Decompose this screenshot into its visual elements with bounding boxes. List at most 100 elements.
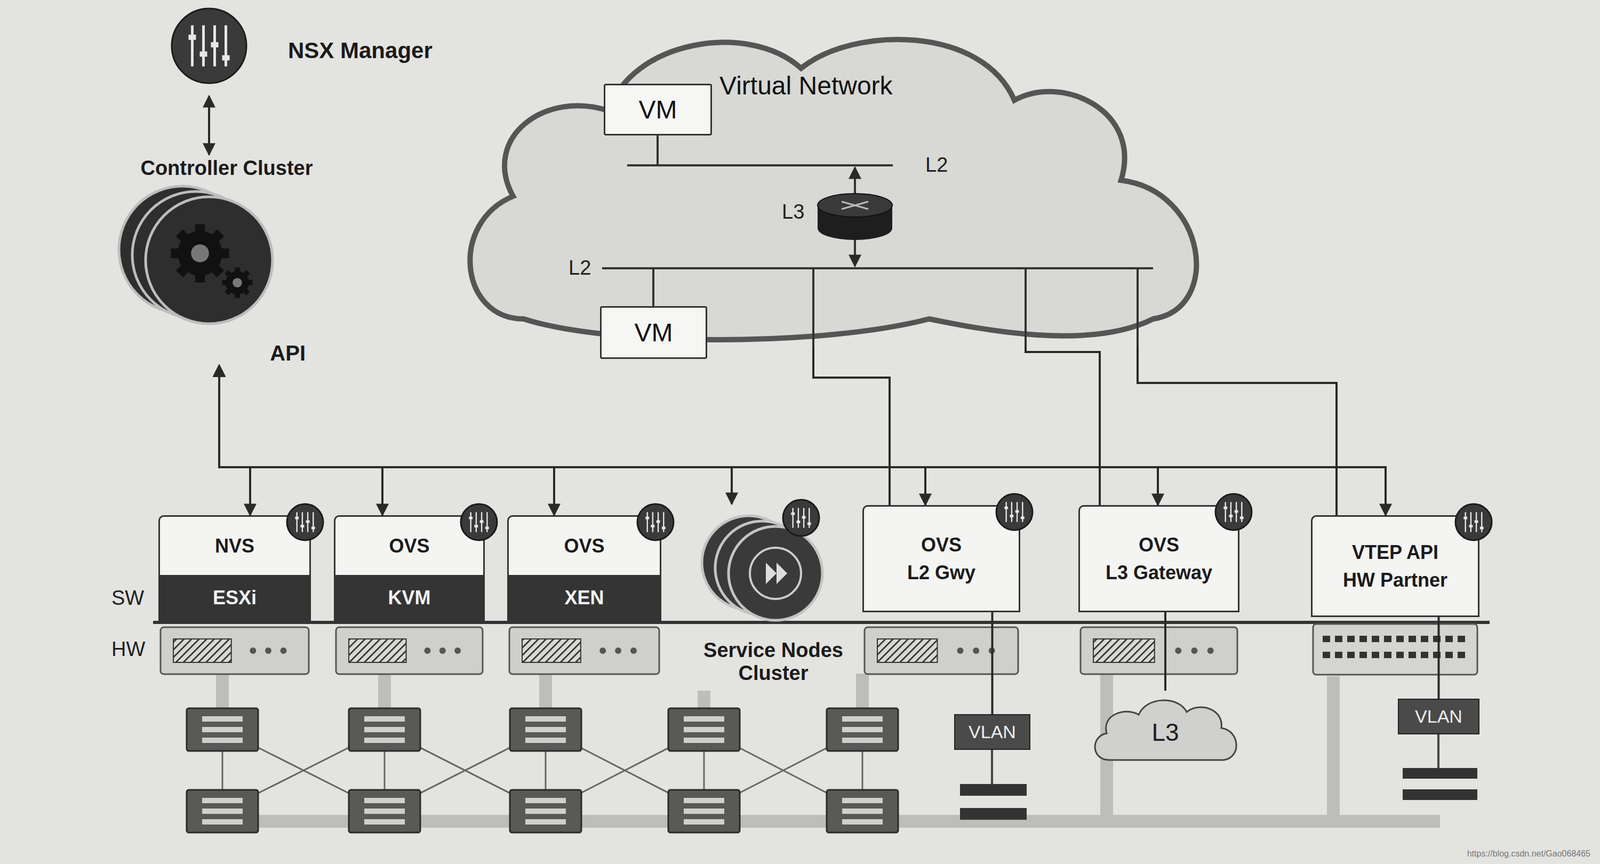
connector [219, 365, 1158, 506]
vlan-box: VLAN [1397, 698, 1480, 735]
node-decoration [449, 20, 1220, 347]
server-hardware [1080, 627, 1238, 675]
slider-knob [1234, 510, 1239, 514]
gear-tooth [207, 260, 224, 278]
layer-label: L3 [779, 200, 807, 224]
connector [1164, 612, 1167, 691]
vlan-device [960, 808, 1027, 820]
slider-knob [645, 516, 650, 520]
connector [991, 612, 994, 715]
hw-port [1408, 651, 1416, 659]
server-led [599, 647, 606, 654]
slider-line [1011, 501, 1013, 522]
connector [219, 365, 251, 516]
switch-port [525, 726, 566, 733]
slider-line [1005, 501, 1007, 522]
node-title: VTEP API [1352, 541, 1439, 564]
node-title: Virtual Network [719, 70, 893, 101]
slider-knob [300, 524, 305, 528]
switch-symbol [826, 789, 899, 833]
slider-knob [480, 520, 484, 524]
link-line [1437, 734, 1440, 768]
watermark: https://blog.csdn.net/Gao068465 [1465, 849, 1593, 859]
switch-port [202, 808, 243, 814]
node-title: Controller Cluster [140, 154, 313, 180]
gear-body [177, 230, 223, 276]
slider-line [224, 25, 228, 67]
slider-line [202, 25, 205, 67]
switch-port [202, 737, 243, 743]
uplink-stub [812, 268, 815, 347]
gear-tooth [215, 248, 229, 259]
node-decoration [109, 154, 344, 366]
slider-knob [485, 526, 490, 530]
slider-knob [474, 524, 479, 528]
switch-port [683, 797, 725, 804]
hw-port [1408, 635, 1416, 643]
hypervisor-box: OVSXEN [507, 515, 662, 623]
gear-tooth [241, 286, 250, 295]
slider-line [1475, 512, 1477, 532]
gear-tooth [241, 269, 250, 279]
server-led [972, 647, 980, 654]
slider-line [803, 507, 805, 528]
switch-port [202, 797, 243, 804]
slider-icon [996, 493, 1033, 531]
slider-knob [1469, 524, 1474, 528]
vm-link [652, 268, 655, 307]
server-led [265, 647, 272, 654]
vm-box: VM [603, 83, 712, 136]
gear-tooth [170, 248, 184, 259]
connector [1025, 346, 1100, 506]
switch-port [683, 819, 725, 825]
slider-icon [782, 499, 820, 536]
hw-port [1322, 635, 1331, 643]
l3-cloud-outline [1094, 700, 1237, 760]
switch-port [683, 808, 725, 814]
connector [1137, 346, 1337, 516]
switch-port [842, 797, 883, 804]
switch-port [683, 716, 725, 722]
switch-port [525, 808, 566, 814]
slider-line [1470, 512, 1472, 532]
service-symbol [765, 562, 788, 584]
slider-icon [637, 504, 674, 541]
slider-knob [661, 526, 666, 530]
slider-line [296, 512, 298, 532]
server-vent [348, 638, 407, 663]
slider-knob [1010, 514, 1014, 518]
switch-port [202, 726, 243, 733]
hw-switch [1313, 624, 1478, 675]
hw-port [1334, 635, 1343, 643]
hw-port [1347, 651, 1355, 659]
node-title: OVS [921, 533, 962, 557]
slider-knob [656, 520, 661, 524]
slider-line [652, 512, 654, 532]
hw-port [1457, 651, 1466, 659]
slider-line [1481, 512, 1483, 532]
node-title: OVS [508, 516, 660, 575]
gear-tooth [234, 267, 240, 275]
hw-port [1334, 651, 1343, 659]
switch-port [202, 716, 243, 722]
vm-box: VM [600, 306, 708, 359]
router-top [817, 193, 893, 218]
hw-port [1445, 635, 1453, 643]
slider-knob [468, 516, 473, 520]
server-vent [877, 638, 938, 663]
connector [219, 365, 926, 506]
switch-port [364, 808, 405, 814]
hw-port [1420, 651, 1429, 659]
switch-port [683, 737, 725, 743]
slider-knob [222, 55, 230, 61]
connector [1437, 617, 1440, 699]
switch-port [842, 716, 883, 722]
switch-symbol [668, 708, 740, 751]
switch-symbol [348, 708, 421, 751]
switch-port [842, 819, 883, 825]
slider-knob [211, 42, 219, 48]
server-led [454, 647, 461, 654]
hw-port [1457, 635, 1466, 643]
